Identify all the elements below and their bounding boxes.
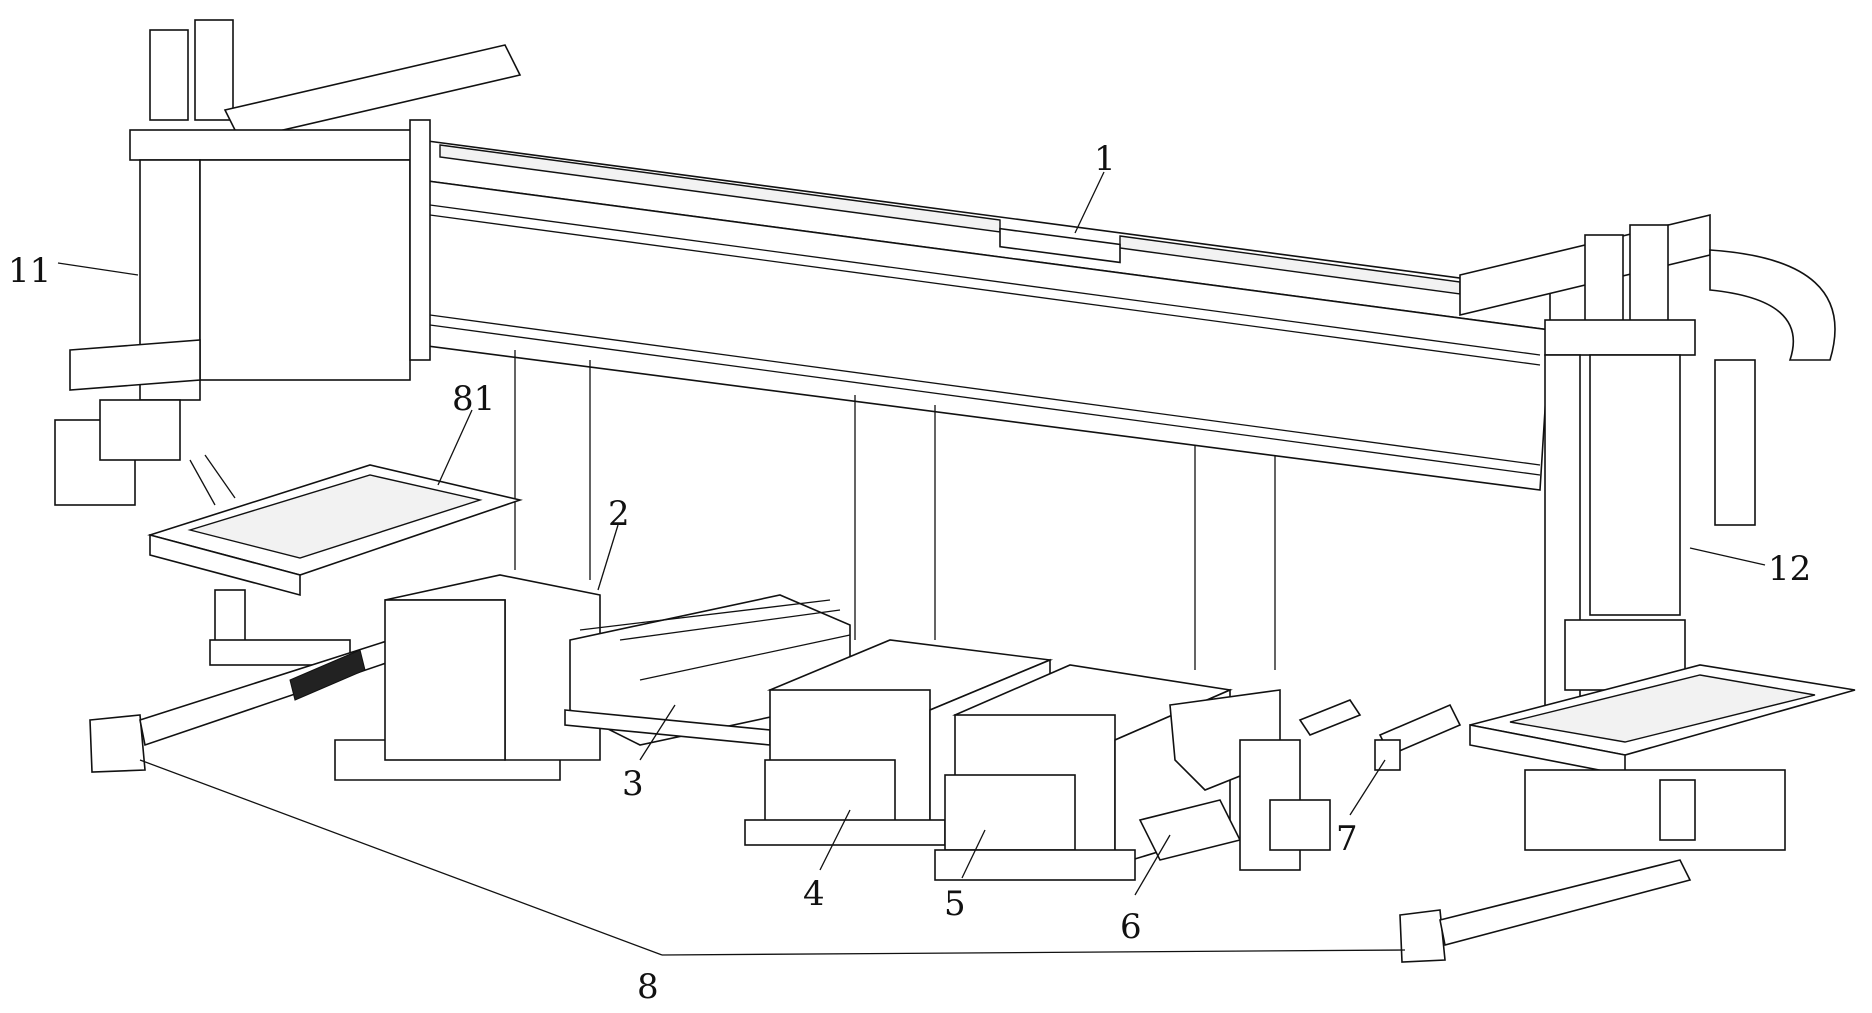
label-4: 4 — [803, 874, 825, 914]
label-81: 81 — [452, 379, 495, 419]
label-8: 8 — [637, 967, 659, 1007]
label-12: 12 — [1768, 549, 1811, 589]
label-1: 1 — [1094, 139, 1116, 179]
label-6: 6 — [1120, 907, 1142, 947]
label-2: 2 — [608, 494, 630, 534]
box-2 — [335, 575, 600, 780]
right-rail — [1400, 860, 1690, 962]
sensor-7 — [1300, 700, 1460, 770]
label-7: 7 — [1336, 819, 1358, 859]
label-11: 11 — [8, 251, 51, 291]
label-3: 3 — [622, 764, 644, 804]
label-5: 5 — [944, 884, 966, 924]
right-plate — [1470, 665, 1855, 850]
